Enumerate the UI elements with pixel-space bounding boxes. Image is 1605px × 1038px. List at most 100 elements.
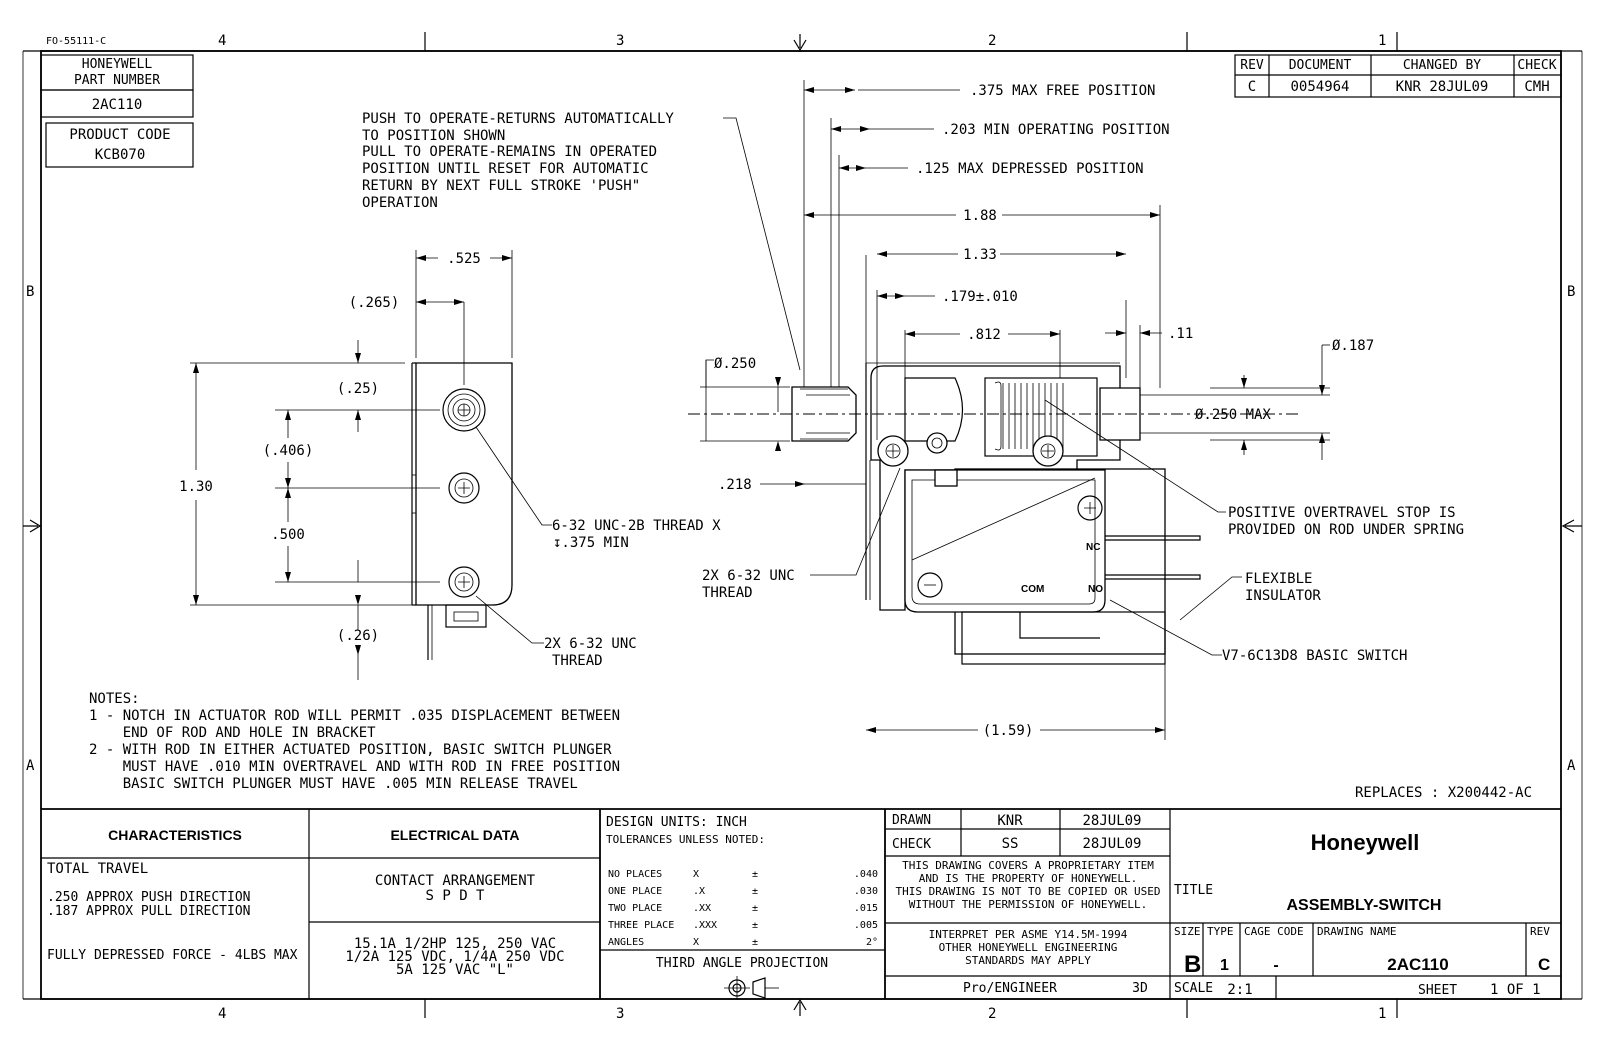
zone-top-1: 1 <box>1378 33 1386 49</box>
title-block: CHARACTERISTICS ELECTRICAL DATA TOTAL TR… <box>41 808 1561 1000</box>
type-label: TYPE <box>1207 925 1234 938</box>
dim-11: .11 <box>1168 326 1193 342</box>
tol-label: THREE PLACE <box>608 920 674 931</box>
tol-label: TWO PLACE <box>608 903 662 914</box>
rev-document: 0054964 <box>1290 79 1349 95</box>
tol-pm: ± <box>752 903 758 914</box>
part-number: 2AC110 <box>92 97 143 113</box>
tol-pm: ± <box>752 869 758 880</box>
top-hole <box>442 388 486 432</box>
zone-left-B: B <box>26 284 34 300</box>
note-line: END OF ROD AND HOLE IN BRACKET <box>89 725 376 741</box>
rev-header-rev: REV <box>1240 58 1264 73</box>
cad-system: Pro/ENGINEER <box>963 981 1057 996</box>
middle-hole <box>448 472 480 504</box>
zone-bottom-2: 2 <box>988 1006 996 1022</box>
tol-val: .005 <box>854 920 878 931</box>
thread-note-2a: 2X 6-32 UNC <box>544 636 637 652</box>
thread-note-3b: THREAD <box>702 585 753 601</box>
insulator-note-b: INSULATOR <box>1245 588 1321 604</box>
zone-top-2: 2 <box>988 33 996 49</box>
notes-title: NOTES: <box>89 691 140 707</box>
front-view: NC COM NO .375 MAX FREE POSITION .203 MI… <box>688 80 1464 740</box>
dim-179: .179±.010 <box>942 289 1018 305</box>
sheet-value: 1 OF 1 <box>1490 982 1541 998</box>
note-line: MUST HAVE .010 MIN OVERTRAVEL AND WITH R… <box>89 759 620 775</box>
proprietary-line: THIS DRAWING IS NOT TO BE COPIED OR USED <box>896 885 1161 898</box>
operation-note: PUSH TO OPERATE-RETURNS AUTOMATICALLY TO… <box>362 111 801 371</box>
tolerance-rows: NO PLACES X ± .040 ONE PLACE .X ± .030 T… <box>608 869 878 948</box>
third-angle-symbol <box>724 976 779 1000</box>
tol-x: .XX <box>693 903 711 914</box>
dim-525: .525 <box>447 251 481 267</box>
sheet-label: SHEET <box>1418 983 1457 998</box>
dim-operating-position: .203 MIN OPERATING POSITION <box>942 122 1170 138</box>
contact-arrangement-label: CONTACT ARRANGEMENT <box>375 873 536 889</box>
projection-label: THIRD ANGLE PROJECTION <box>656 956 828 971</box>
push-travel: .250 APPROX PUSH DIRECTION <box>47 890 251 905</box>
rev-header-document: DOCUMENT <box>1289 58 1352 73</box>
zone-top-4: 4 <box>218 33 226 49</box>
tol-pm: ± <box>752 937 758 948</box>
zone-right-A: A <box>1567 758 1576 774</box>
side-view: .525 (.265) 1.30 (.25) (.406) .500 <box>179 250 721 680</box>
cad-mode: 3D <box>1132 981 1148 996</box>
dim-free-position: .375 MAX FREE POSITION <box>970 83 1155 99</box>
dim-188: 1.88 <box>963 208 997 224</box>
center-mark-bottom <box>793 998 807 1016</box>
basic-switch <box>904 469 1106 613</box>
dim-130: 1.30 <box>179 479 213 495</box>
dim-depressed-position: .125 MAX DEPRESSED POSITION <box>916 161 1144 177</box>
spring <box>994 381 1064 451</box>
part-label-2: PART NUMBER <box>74 73 160 88</box>
drawn-label: DRAWN <box>892 813 931 828</box>
terminal-nc: NC <box>1086 542 1100 553</box>
actuator-rod <box>791 386 857 442</box>
drawn-date: 28JUL09 <box>1082 813 1141 829</box>
replaces-note: REPLACES : X200442-AC <box>1355 785 1532 801</box>
op-note-line: POSITION UNTIL RESET FOR AUTOMATIC <box>362 161 649 177</box>
rating-2: 1/2A 125 VDC, 1/4A 250 VDC <box>345 949 564 965</box>
rating-3: 5A 125 VAC "L" <box>396 962 514 978</box>
size-value: B <box>1184 951 1201 978</box>
bottom-hole <box>448 566 480 598</box>
dim-406: (.406) <box>263 443 314 459</box>
tol-label: NO PLACES <box>608 869 662 880</box>
scale-value: 2:1 <box>1227 982 1252 998</box>
dim-218: .218 <box>718 477 752 493</box>
rev-value: C <box>1248 79 1256 95</box>
zone-bottom-4: 4 <box>218 1006 226 1022</box>
size-label: SIZE <box>1174 925 1201 938</box>
electrical-header: ELECTRICAL DATA <box>390 827 519 843</box>
interpret-line: OTHER HONEYWELL ENGINEERING <box>939 941 1118 954</box>
center-mark-left <box>23 519 42 533</box>
scale-label: SCALE <box>1174 981 1213 996</box>
rev-check: CMH <box>1524 79 1549 95</box>
pull-travel: .187 APPROX PULL DIRECTION <box>47 904 251 919</box>
thread-note-3a: 2X 6-32 UNC <box>702 568 795 584</box>
product-code: KCB070 <box>95 147 146 163</box>
dim-26: (.26) <box>337 628 379 644</box>
zone-bottom-3: 3 <box>616 1006 624 1022</box>
proprietary-line: AND IS THE PROPERTY OF HONEYWELL. <box>919 872 1138 885</box>
dim-dia187: Ø.187 <box>1332 338 1374 354</box>
tol-x: .XXX <box>693 920 717 931</box>
characteristics-header: CHARACTERISTICS <box>108 827 242 843</box>
cage-value: - <box>1273 957 1278 974</box>
bracket-front <box>870 365 1121 611</box>
op-note-line: TO POSITION SHOWN <box>362 128 505 144</box>
check-date: 28JUL09 <box>1082 836 1141 852</box>
zone-left-A: A <box>26 758 35 774</box>
zone-labels: 4 3 2 1 4 3 2 1 B A B A <box>26 33 1576 1022</box>
dim-dia250: Ø.250 <box>714 356 756 372</box>
tol-label: ANGLES <box>608 937 644 948</box>
op-note-line: PULL TO OPERATE-REMAINS IN OPERATED <box>362 144 657 160</box>
zone-top-3: 3 <box>616 33 624 49</box>
depressed-force: FULLY DEPRESSED FORCE - 4LBS MAX <box>47 948 298 963</box>
sheet-border <box>22 32 1583 1018</box>
rev-header-check: CHECK <box>1517 58 1556 73</box>
thread-note-1a: 6-32 UNC-2B THREAD X <box>552 518 721 534</box>
center-mark-top <box>793 34 807 52</box>
contact-arrangement-value: S P D T <box>425 888 485 904</box>
